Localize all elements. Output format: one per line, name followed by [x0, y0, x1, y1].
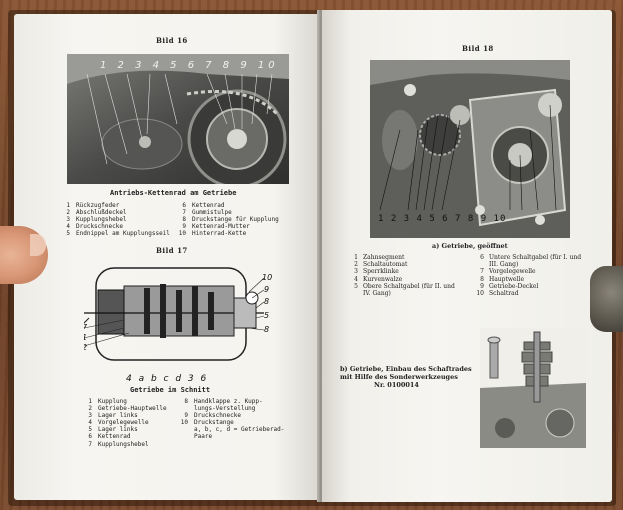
svg-text:5: 5	[264, 311, 269, 320]
fig18-label: Bild 18	[462, 44, 494, 53]
book-spine	[317, 10, 325, 502]
fig18a-callout-numbers: 1 2 3 4 5 6 7 8 9 10	[378, 214, 507, 224]
legend-row: III. Gang)	[489, 261, 519, 269]
svg-text:7: 7	[84, 323, 88, 332]
svg-text:8: 8	[264, 297, 269, 306]
svg-text:2: 2	[84, 343, 87, 352]
fig18b-caption-line1: b) Getriebe, Einbau des Schaftrades	[340, 365, 472, 373]
fig18b-caption: b) Getriebe, Einbau des Schaftrades mit …	[340, 365, 472, 389]
fig18a-caption: a) Getriebe, geöffnet	[432, 242, 508, 250]
legend-row: IV. Gang)	[363, 290, 391, 298]
right-page: Bild 18 1 2 3 4 5 6	[322, 10, 612, 502]
fig17-callout-numbers: 4 a b c d 3 6	[126, 374, 209, 384]
legend-row: lungs-Verstellung	[194, 405, 256, 413]
fig18b-caption-line2: mit Hilfe des Sonderwerkzeuges	[340, 373, 458, 381]
svg-text:8: 8	[264, 325, 269, 334]
left-page: Bild 16 1 2	[14, 14, 320, 500]
fig17-cross-section-drawing: 10 9 8 5 8 7 1 2	[78, 258, 274, 373]
thumbnail	[30, 234, 46, 256]
fig16-callout-numbers: 1 2 3 4 5 6 7 8 9 10	[100, 60, 279, 71]
fig18b-caption-line3: Nr. 0100014	[374, 381, 419, 389]
legend-row: Paare	[194, 433, 213, 441]
page-holder-weight	[590, 266, 623, 332]
fig16-caption: Antriebs-Kettenrad am Getriebe	[110, 189, 237, 197]
svg-text:1: 1	[84, 333, 87, 342]
fig16-label: Bild 16	[156, 36, 188, 45]
fig17-label: Bild 17	[156, 246, 188, 255]
svg-text:10: 10	[262, 273, 272, 282]
fig16-photo	[67, 54, 289, 184]
fig17-caption: Getriebe im Schnitt	[130, 386, 211, 394]
fig18b-photo	[480, 328, 586, 448]
legend-row: a, b, c, d = Getrieberad-	[194, 426, 285, 434]
fig18a-photo	[370, 60, 570, 238]
svg-text:9: 9	[264, 285, 269, 294]
